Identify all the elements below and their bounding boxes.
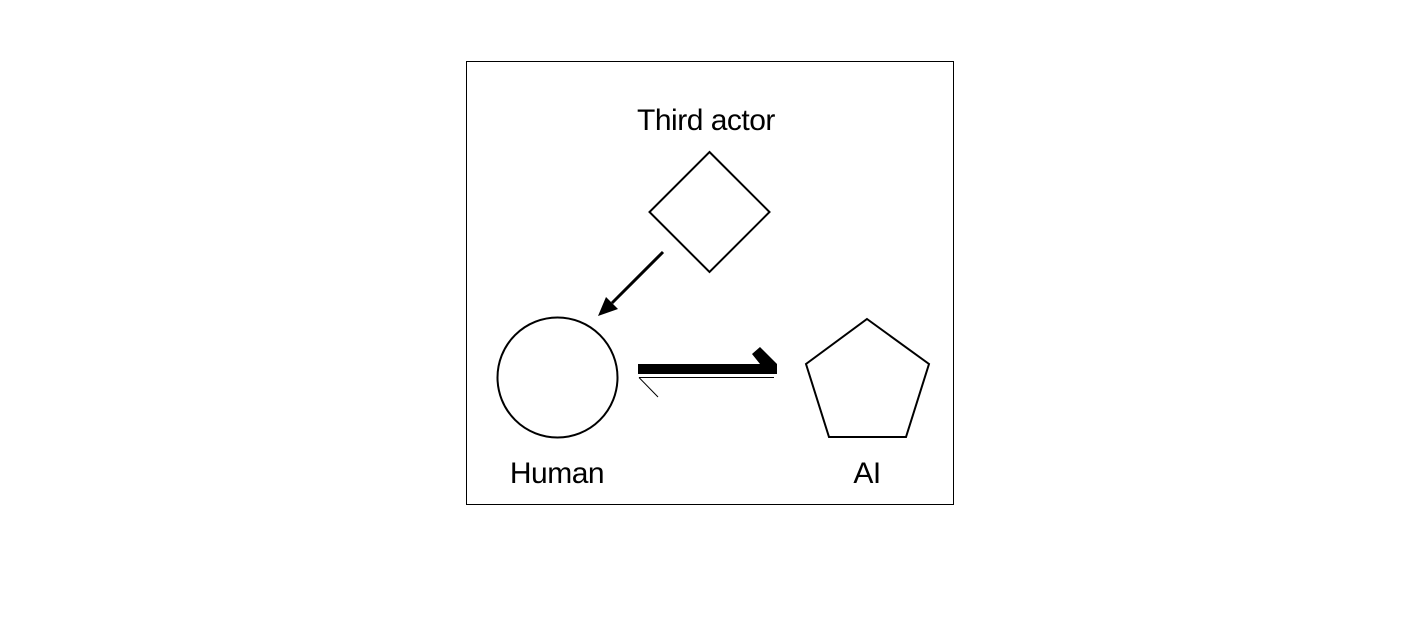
human-label: Human	[510, 457, 604, 490]
ai-pentagon	[804, 317, 931, 438]
ai-label: AI	[853, 457, 880, 490]
human-circle	[496, 316, 619, 439]
third-actor-diamond	[648, 150, 771, 274]
third-actor-label: Third actor	[637, 104, 775, 137]
diagram-frame	[466, 61, 954, 505]
third-actor-to-human-arrow	[598, 250, 665, 316]
human-to-ai-thick-arrow	[638, 347, 777, 374]
ai-to-human-thin-arrow	[638, 377, 774, 398]
